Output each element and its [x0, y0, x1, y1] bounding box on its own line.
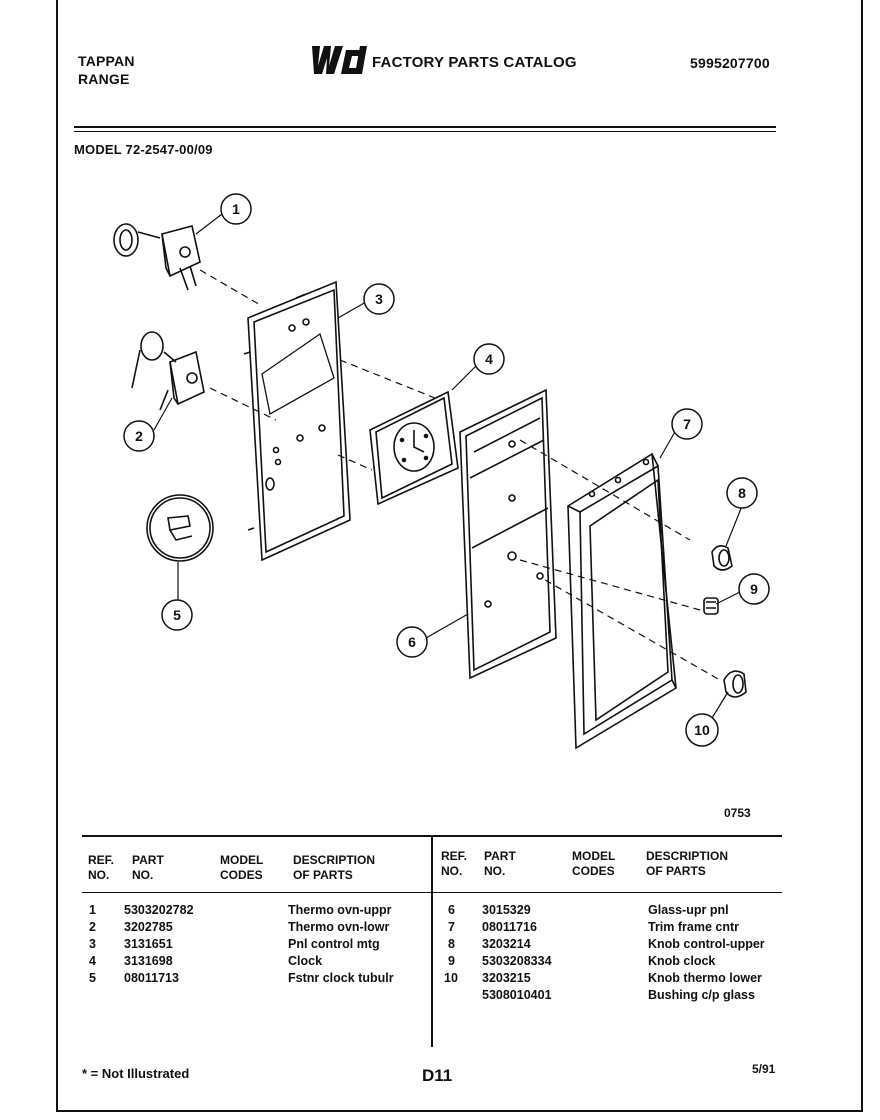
- page-frame: [56, 0, 863, 1112]
- callout-circle-10: [685, 713, 719, 747]
- callout-label-10: 10: [694, 722, 710, 738]
- callout-label-1: 1: [232, 201, 240, 217]
- part-number: 3203214: [482, 937, 531, 951]
- page-id: D11: [422, 1066, 453, 1085]
- callout-circle-5: [161, 599, 193, 631]
- part-number: 3203215: [482, 971, 531, 985]
- callout-circle-9: [738, 573, 770, 605]
- part-description: Knob control-upper: [648, 937, 765, 951]
- wci-logo: [312, 46, 367, 74]
- part-number: 5303202782: [124, 903, 194, 917]
- catalog-number: 5995207700: [690, 55, 770, 71]
- ref-number: 2: [89, 920, 96, 934]
- control-mounting-panel: [243, 280, 351, 562]
- part-description: Glass-upr pnl: [648, 903, 729, 917]
- part-number: 08011713: [124, 971, 179, 985]
- callout-label-9: 9: [750, 581, 758, 597]
- callout-label-8: 8: [738, 485, 746, 501]
- col-header-ref-left: REF.NO.: [88, 853, 115, 882]
- part-number: 3131651: [124, 937, 173, 951]
- callout-circle-6: [396, 626, 428, 658]
- ref-number: 5: [89, 971, 96, 985]
- part-number: 5308010401: [482, 988, 552, 1002]
- trim-frame-part: [567, 452, 677, 750]
- model-number: MODEL 72-2547-00/09: [74, 142, 213, 157]
- part-description: Knob clock: [648, 954, 716, 968]
- callout-circle-3: [363, 283, 395, 315]
- knob-control-upper: [711, 544, 733, 571]
- figure-number: 0753: [724, 806, 751, 820]
- part-description: Thermo ovn-uppr: [288, 903, 392, 917]
- part-number: 5303208334: [482, 954, 552, 968]
- ref-number: 6: [448, 903, 455, 917]
- part-number: 08011716: [482, 920, 537, 934]
- ref-number: 7: [448, 920, 455, 934]
- callout-circle-4: [473, 343, 505, 375]
- table-divider: [431, 835, 433, 1047]
- part-description: Knob thermo lower: [648, 971, 762, 985]
- callout-circle-7: [671, 408, 703, 440]
- ref-number: 9: [448, 954, 455, 968]
- part-description: Trim frame cntr: [648, 920, 740, 934]
- callout-circle-1: [220, 193, 252, 225]
- exploded-parts-diagram: 1 2 3 4 5 6 7 8 9 10: [113, 193, 770, 750]
- brand-block: TAPPAN RANGE: [78, 52, 135, 88]
- product-type: RANGE: [78, 71, 130, 87]
- part-number: 3202785: [124, 920, 173, 934]
- part-description: Thermo ovn-lowr: [288, 920, 390, 934]
- ref-number: 1: [89, 903, 96, 917]
- glass-upper-panel: [459, 388, 557, 680]
- callout-label-3: 3: [375, 291, 383, 307]
- footnote: * = Not Illustrated: [82, 1066, 190, 1081]
- header-rule: [74, 126, 776, 128]
- part-number: 3131698: [124, 954, 173, 968]
- ref-number: 8: [448, 937, 455, 951]
- callout-label-2: 2: [135, 428, 143, 444]
- callout-circle-2: [123, 420, 155, 452]
- callout-label-7: 7: [683, 416, 691, 432]
- knob-thermo-lower: [723, 670, 747, 698]
- callout-circle-8: [726, 477, 758, 509]
- date-code: 5/91: [752, 1062, 776, 1076]
- clock-part: [369, 390, 459, 506]
- callout-label-4: 4: [485, 351, 493, 367]
- ref-number: 10: [444, 971, 458, 985]
- col-header-ref-right: REF.NO.: [441, 849, 468, 878]
- callout-label-6: 6: [408, 634, 416, 650]
- ref-number: 3: [89, 937, 96, 951]
- fastener-part: [146, 494, 214, 562]
- part-description: Bushing c/p glass: [648, 988, 755, 1002]
- thermostat-lower-part: [131, 331, 205, 411]
- part-description: Pnl control mtg: [288, 937, 380, 951]
- callout-label-5: 5: [173, 607, 181, 623]
- brand-name: TAPPAN: [78, 53, 135, 69]
- thermostat-upper-part: [113, 223, 201, 291]
- part-description: Clock: [288, 954, 323, 968]
- part-description: Fstnr clock tubulr: [288, 971, 394, 985]
- part-number: 3015329: [482, 903, 531, 917]
- catalog-title: FACTORY PARTS CATALOG: [372, 54, 577, 71]
- header-rule-thin: [74, 131, 776, 132]
- knob-clock: [703, 597, 719, 615]
- ref-number: 4: [89, 954, 96, 968]
